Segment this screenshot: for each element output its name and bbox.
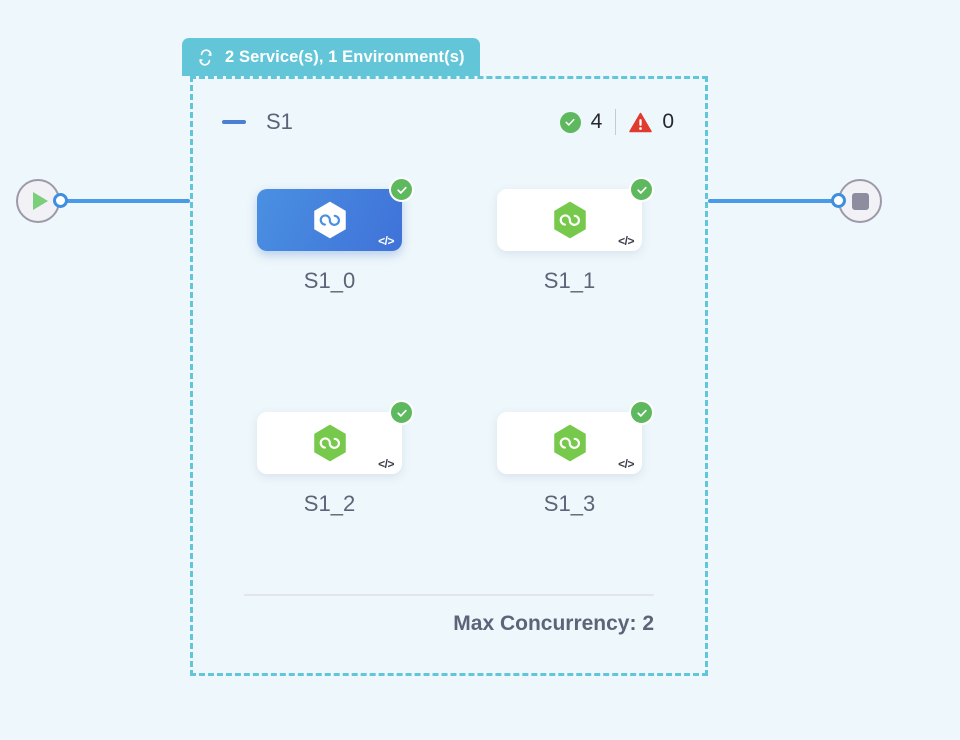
service-card[interactable]: </> bbox=[257, 400, 414, 474]
service-card[interactable]: </> bbox=[497, 400, 654, 474]
service-hex-icon bbox=[553, 424, 586, 462]
start-node-output-port[interactable] bbox=[53, 193, 68, 208]
service-card[interactable]: </> bbox=[257, 177, 414, 251]
group-counters: 4 0 bbox=[559, 109, 674, 135]
check-icon bbox=[636, 186, 647, 194]
edge-start-to-group bbox=[62, 199, 190, 203]
service-card[interactable]: </> bbox=[497, 177, 654, 251]
service-hex-icon bbox=[313, 424, 346, 462]
group-header-title: 2 Service(s), 1 Environment(s) bbox=[225, 47, 465, 66]
code-glyph-icon: </> bbox=[618, 457, 634, 471]
check-icon bbox=[396, 409, 407, 417]
code-glyph-icon: </> bbox=[378, 457, 394, 471]
group-label: S1 bbox=[266, 109, 293, 134]
service-node-s1-3[interactable]: </> S1_3 bbox=[497, 400, 654, 517]
minus-icon[interactable] bbox=[222, 120, 246, 124]
service-hex-icon bbox=[313, 201, 346, 239]
check-badge-icon bbox=[389, 400, 414, 425]
check-badge-icon bbox=[389, 177, 414, 202]
service-node-s1-1[interactable]: </> S1_1 bbox=[497, 177, 654, 294]
service-node-s1-2[interactable]: </> S1_2 bbox=[257, 400, 414, 517]
code-glyph-icon: </> bbox=[618, 234, 634, 248]
edge-group-to-end bbox=[708, 199, 840, 203]
group-header[interactable]: 2 Service(s), 1 Environment(s) bbox=[182, 38, 480, 76]
group-status-row: S1 4 0 bbox=[222, 106, 674, 138]
service-node-label: S1_0 bbox=[303, 268, 356, 293]
stop-icon bbox=[851, 192, 869, 210]
counter-divider bbox=[615, 109, 617, 135]
end-node-input-port[interactable] bbox=[831, 193, 846, 208]
check-icon bbox=[565, 118, 575, 126]
warning-triangle-icon bbox=[629, 112, 653, 132]
code-glyph-icon: </> bbox=[378, 234, 394, 248]
service-node-label: S1_2 bbox=[303, 491, 356, 516]
start-node[interactable] bbox=[16, 179, 60, 223]
group-container bbox=[190, 76, 708, 676]
check-icon bbox=[636, 409, 647, 417]
play-icon bbox=[32, 192, 48, 210]
check-badge-icon bbox=[559, 111, 581, 133]
service-hex-icon bbox=[553, 201, 586, 239]
loop-icon bbox=[199, 48, 212, 66]
warning-count: 0 bbox=[662, 110, 674, 133]
service-node-label: S1_1 bbox=[543, 268, 596, 293]
check-badge-icon bbox=[629, 400, 654, 425]
footer-divider bbox=[244, 594, 654, 596]
max-concurrency-label: Max Concurrency: 2 bbox=[453, 612, 654, 635]
service-node-s1-0[interactable]: </> S1_0 bbox=[257, 177, 414, 294]
check-icon bbox=[396, 186, 407, 194]
success-count: 4 bbox=[590, 110, 603, 133]
check-badge-icon bbox=[629, 177, 654, 202]
service-node-label: S1_3 bbox=[543, 491, 596, 516]
